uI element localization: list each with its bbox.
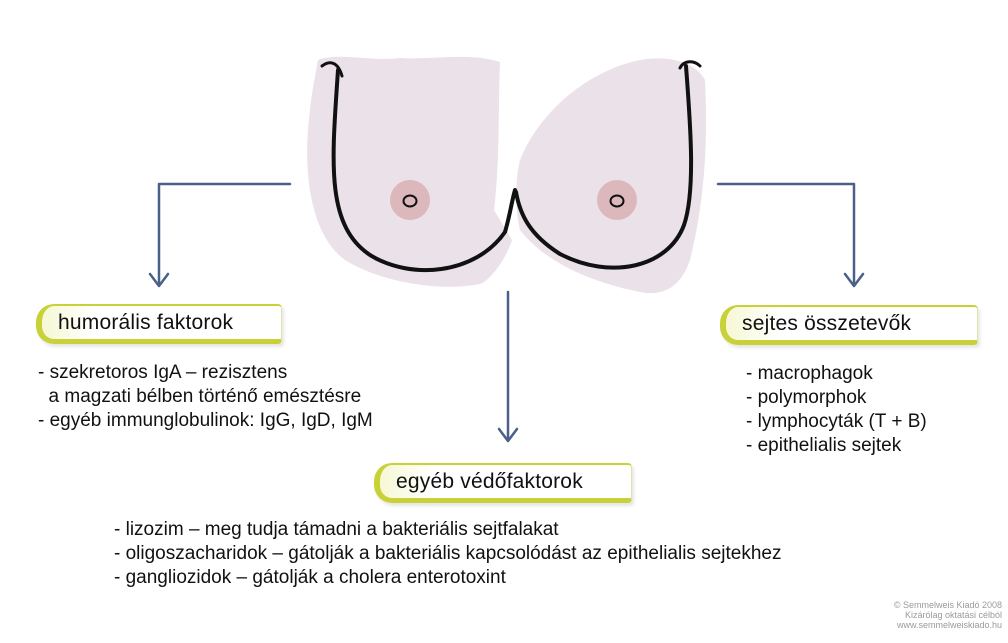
arrow-right: [716, 182, 865, 288]
cellular-components-text: sejtes összetevők: [742, 311, 912, 335]
other-protective-factors-list: - lizozim – meg tudja támadni a bakteriá…: [114, 518, 781, 590]
list-item: - lizozim – meg tudja támadni a bakteriá…: [114, 519, 559, 540]
left-breast-top-curve: [320, 61, 344, 78]
copyright-notice: © Semmelweis Kiadó 2008 Kizárólag oktatá…: [894, 600, 1002, 630]
list-item: - gangliozidok – gátolják a cholera ente…: [114, 567, 506, 588]
right-areola: [597, 180, 637, 220]
arrow-left: [148, 182, 292, 288]
right-breast-shape: [516, 58, 707, 294]
list-item: - szekretoros IgA – rezisztens: [38, 362, 288, 383]
left-breast-shape: [307, 56, 512, 287]
right-breast-outline: [514, 64, 694, 270]
copyright-line: © Semmelweis Kiadó 2008: [893, 600, 1002, 610]
cellular-components-list: - macrophagok - polymorphok - lymphocytá…: [746, 362, 927, 458]
copyright-line: Kizárólag oktatási célból: [904, 610, 1002, 620]
left-breast-outline: [331, 68, 517, 273]
list-item: a magzati bélben történő emésztésre: [38, 386, 362, 407]
other-protective-factors-label: egyéb védőfaktorok: [374, 463, 632, 503]
other-protective-factors-text: egyéb védőfaktorok: [396, 469, 583, 493]
right-breast-top-curve: [678, 60, 702, 70]
list-item: - epithelialis sejtek: [746, 435, 902, 456]
humoral-factors-list: - szekretoros IgA – rezisztens a magzati…: [38, 361, 373, 433]
arrow-center: [497, 290, 519, 443]
humoral-factors-text: humorális faktorok: [58, 310, 234, 334]
left-areola: [390, 180, 430, 220]
list-item: - oligoszacharidok – gátolják a bakteriá…: [114, 543, 782, 564]
copyright-url: www.semmelweiskiado.hu: [896, 620, 1002, 630]
humoral-factors-label: humorális faktorok: [36, 304, 282, 344]
list-item: - macrophagok: [746, 363, 873, 384]
right-nipple: [609, 194, 625, 208]
left-nipple: [402, 194, 418, 208]
list-item: - polymorphok: [746, 387, 867, 408]
list-item: - lymphocyták (T + B): [746, 411, 927, 432]
cellular-components-label: sejtes összetevők: [720, 305, 978, 345]
list-item: - egyéb immunglobulinok: IgG, IgD, IgM: [38, 410, 373, 431]
